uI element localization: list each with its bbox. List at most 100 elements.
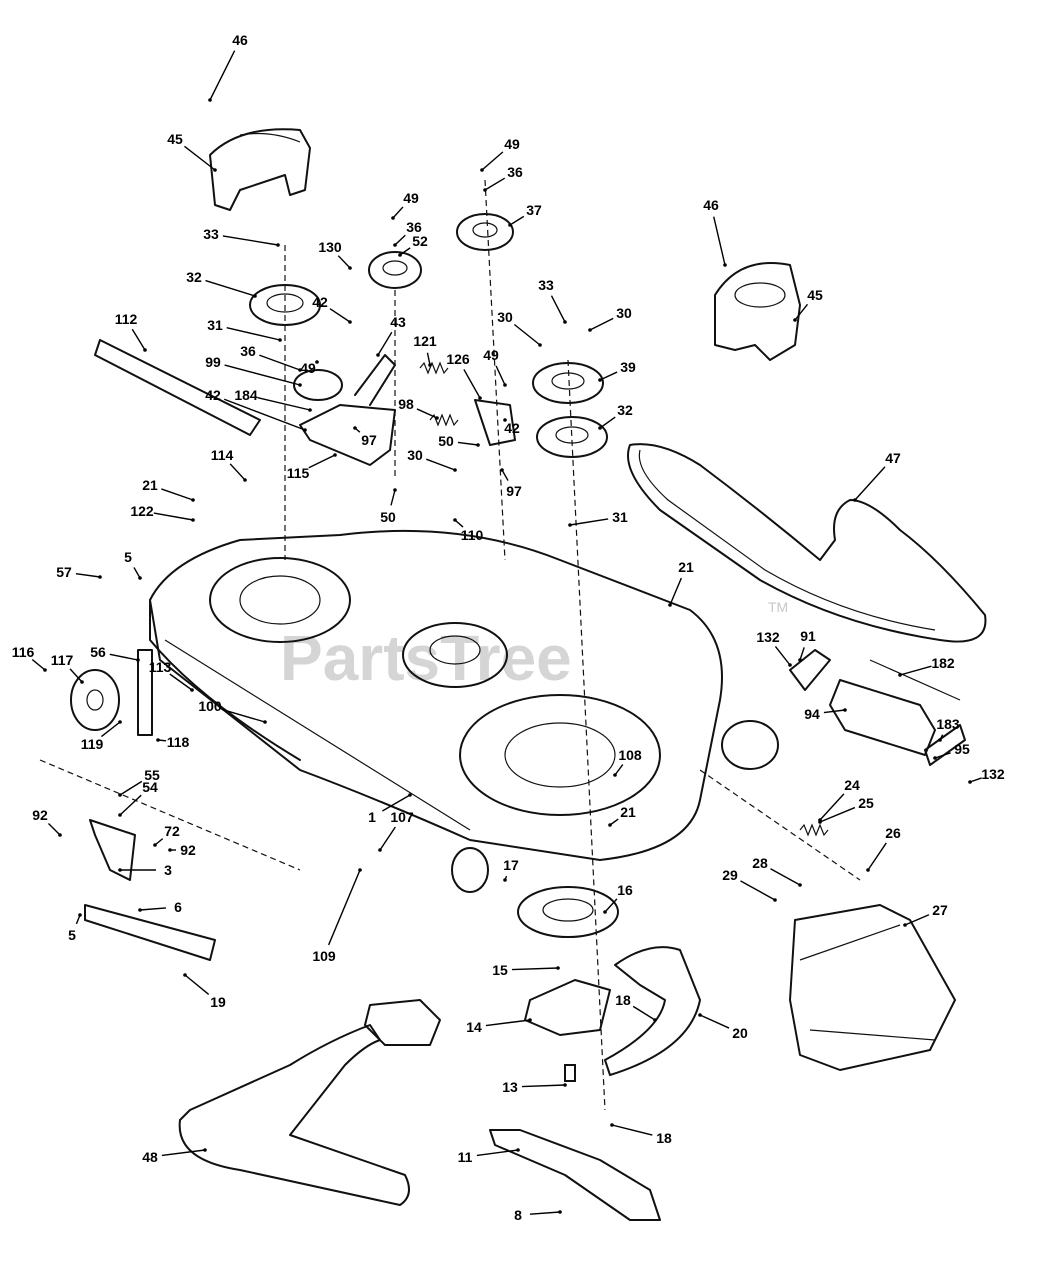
callout-72: 72 xyxy=(164,823,180,839)
callout-121: 121 xyxy=(413,333,437,349)
callout-118: 118 xyxy=(167,734,190,750)
callout-19: 19 xyxy=(210,994,226,1010)
callout-36: 36 xyxy=(507,164,523,180)
leader-13 xyxy=(521,1084,566,1088)
callout-42: 42 xyxy=(312,294,328,310)
leader-tip-45 xyxy=(213,168,217,172)
leader-tip-27 xyxy=(903,923,907,927)
callout-36: 36 xyxy=(240,343,256,359)
callout-31: 31 xyxy=(612,509,628,525)
leader-132 xyxy=(969,777,982,783)
leader-tip-32 xyxy=(253,294,257,298)
callout-32: 32 xyxy=(186,269,202,285)
leader-42 xyxy=(223,398,306,431)
leader-97 xyxy=(501,469,509,481)
leader-tip-42 xyxy=(503,418,507,422)
callout-31: 31 xyxy=(207,317,223,333)
leader-tip-107 xyxy=(378,848,382,852)
callout-92: 92 xyxy=(180,842,196,858)
callout-119: 119 xyxy=(81,736,104,752)
leader-tip-30 xyxy=(453,468,457,472)
leader-tip-48 xyxy=(203,1148,207,1152)
callout-54: 54 xyxy=(142,779,158,795)
axis-lines xyxy=(39,179,861,1111)
leader-122 xyxy=(153,512,194,521)
leader-tip-30 xyxy=(538,343,542,347)
belt-47 xyxy=(627,443,987,643)
leader-100 xyxy=(221,708,266,723)
leader-tip-50 xyxy=(476,443,480,447)
callout-37: 37 xyxy=(526,202,542,218)
leader-109 xyxy=(327,869,361,946)
callout-122: 122 xyxy=(130,503,154,519)
leader-tip-97 xyxy=(353,426,357,430)
leader-tip-184 xyxy=(308,408,312,412)
leader-119 xyxy=(101,721,121,738)
leader-tip-6 xyxy=(138,908,142,912)
callout-24: 24 xyxy=(844,777,860,793)
leader-31 xyxy=(569,518,609,526)
leader-54 xyxy=(119,794,142,816)
leader-49 xyxy=(481,151,504,171)
callout-33: 33 xyxy=(203,226,219,242)
leader-132 xyxy=(774,646,791,666)
callout-46: 46 xyxy=(232,32,248,48)
leader-tip-45 xyxy=(793,318,797,322)
leader-tip-100 xyxy=(263,720,267,724)
leader-tip-110 xyxy=(453,518,457,522)
leader-tip-31 xyxy=(568,523,572,527)
callout-42: 42 xyxy=(504,420,520,436)
callout-91: 91 xyxy=(800,628,816,644)
leader-tip-13 xyxy=(563,1083,567,1087)
leader-tip-39 xyxy=(598,378,602,382)
leader-tip-14 xyxy=(528,1018,532,1022)
leader-tip-5 xyxy=(138,576,142,580)
leader-49 xyxy=(392,206,404,219)
callout-5: 5 xyxy=(68,927,76,943)
mower-deck-housing xyxy=(149,529,779,893)
callout-18: 18 xyxy=(656,1130,672,1146)
leader-tip-56 xyxy=(136,658,140,662)
leader-tip-130 xyxy=(348,266,352,270)
leader-tip-57 xyxy=(98,575,102,579)
leader-19 xyxy=(184,974,210,995)
leader-28 xyxy=(770,868,801,886)
leader-130 xyxy=(337,255,351,269)
leader-tip-15 xyxy=(556,966,560,970)
callout-109: 109 xyxy=(312,948,336,964)
leader-57 xyxy=(75,572,101,578)
callout-18: 18 xyxy=(615,992,631,1008)
leader-tip-16 xyxy=(603,910,607,914)
leader-tip-29 xyxy=(773,898,777,902)
leader-18 xyxy=(611,1124,653,1136)
leader-56 xyxy=(109,653,139,661)
leader-39 xyxy=(599,371,618,381)
leader-tip-49 xyxy=(480,168,484,172)
leader-45 xyxy=(184,145,216,171)
leader-46 xyxy=(713,216,726,266)
leader-tip-117 xyxy=(80,680,84,684)
leader-25 xyxy=(819,806,856,823)
leader-50 xyxy=(390,489,396,506)
leader-tip-25 xyxy=(818,820,822,824)
leader-115 xyxy=(308,454,336,469)
leader-tip-31 xyxy=(278,338,282,342)
leader-tip-113 xyxy=(190,688,194,692)
callout-97: 97 xyxy=(361,432,377,448)
callout-11: 11 xyxy=(458,1149,473,1165)
leader-33 xyxy=(550,295,566,323)
callout-16: 16 xyxy=(617,882,633,898)
leader-48 xyxy=(161,1149,206,1157)
callout-92: 92 xyxy=(32,807,48,823)
callout-117: 117 xyxy=(51,652,74,668)
callout-57: 57 xyxy=(56,564,72,580)
leader-tip-42 xyxy=(348,320,352,324)
leader-36 xyxy=(259,354,301,371)
leader-tip-98 xyxy=(435,416,439,420)
leader-tip-49 xyxy=(503,383,507,387)
leader-tip-5 xyxy=(78,913,82,917)
callout-48: 48 xyxy=(142,1149,158,1165)
callout-20: 20 xyxy=(732,1025,748,1041)
callout-132: 132 xyxy=(756,629,780,645)
